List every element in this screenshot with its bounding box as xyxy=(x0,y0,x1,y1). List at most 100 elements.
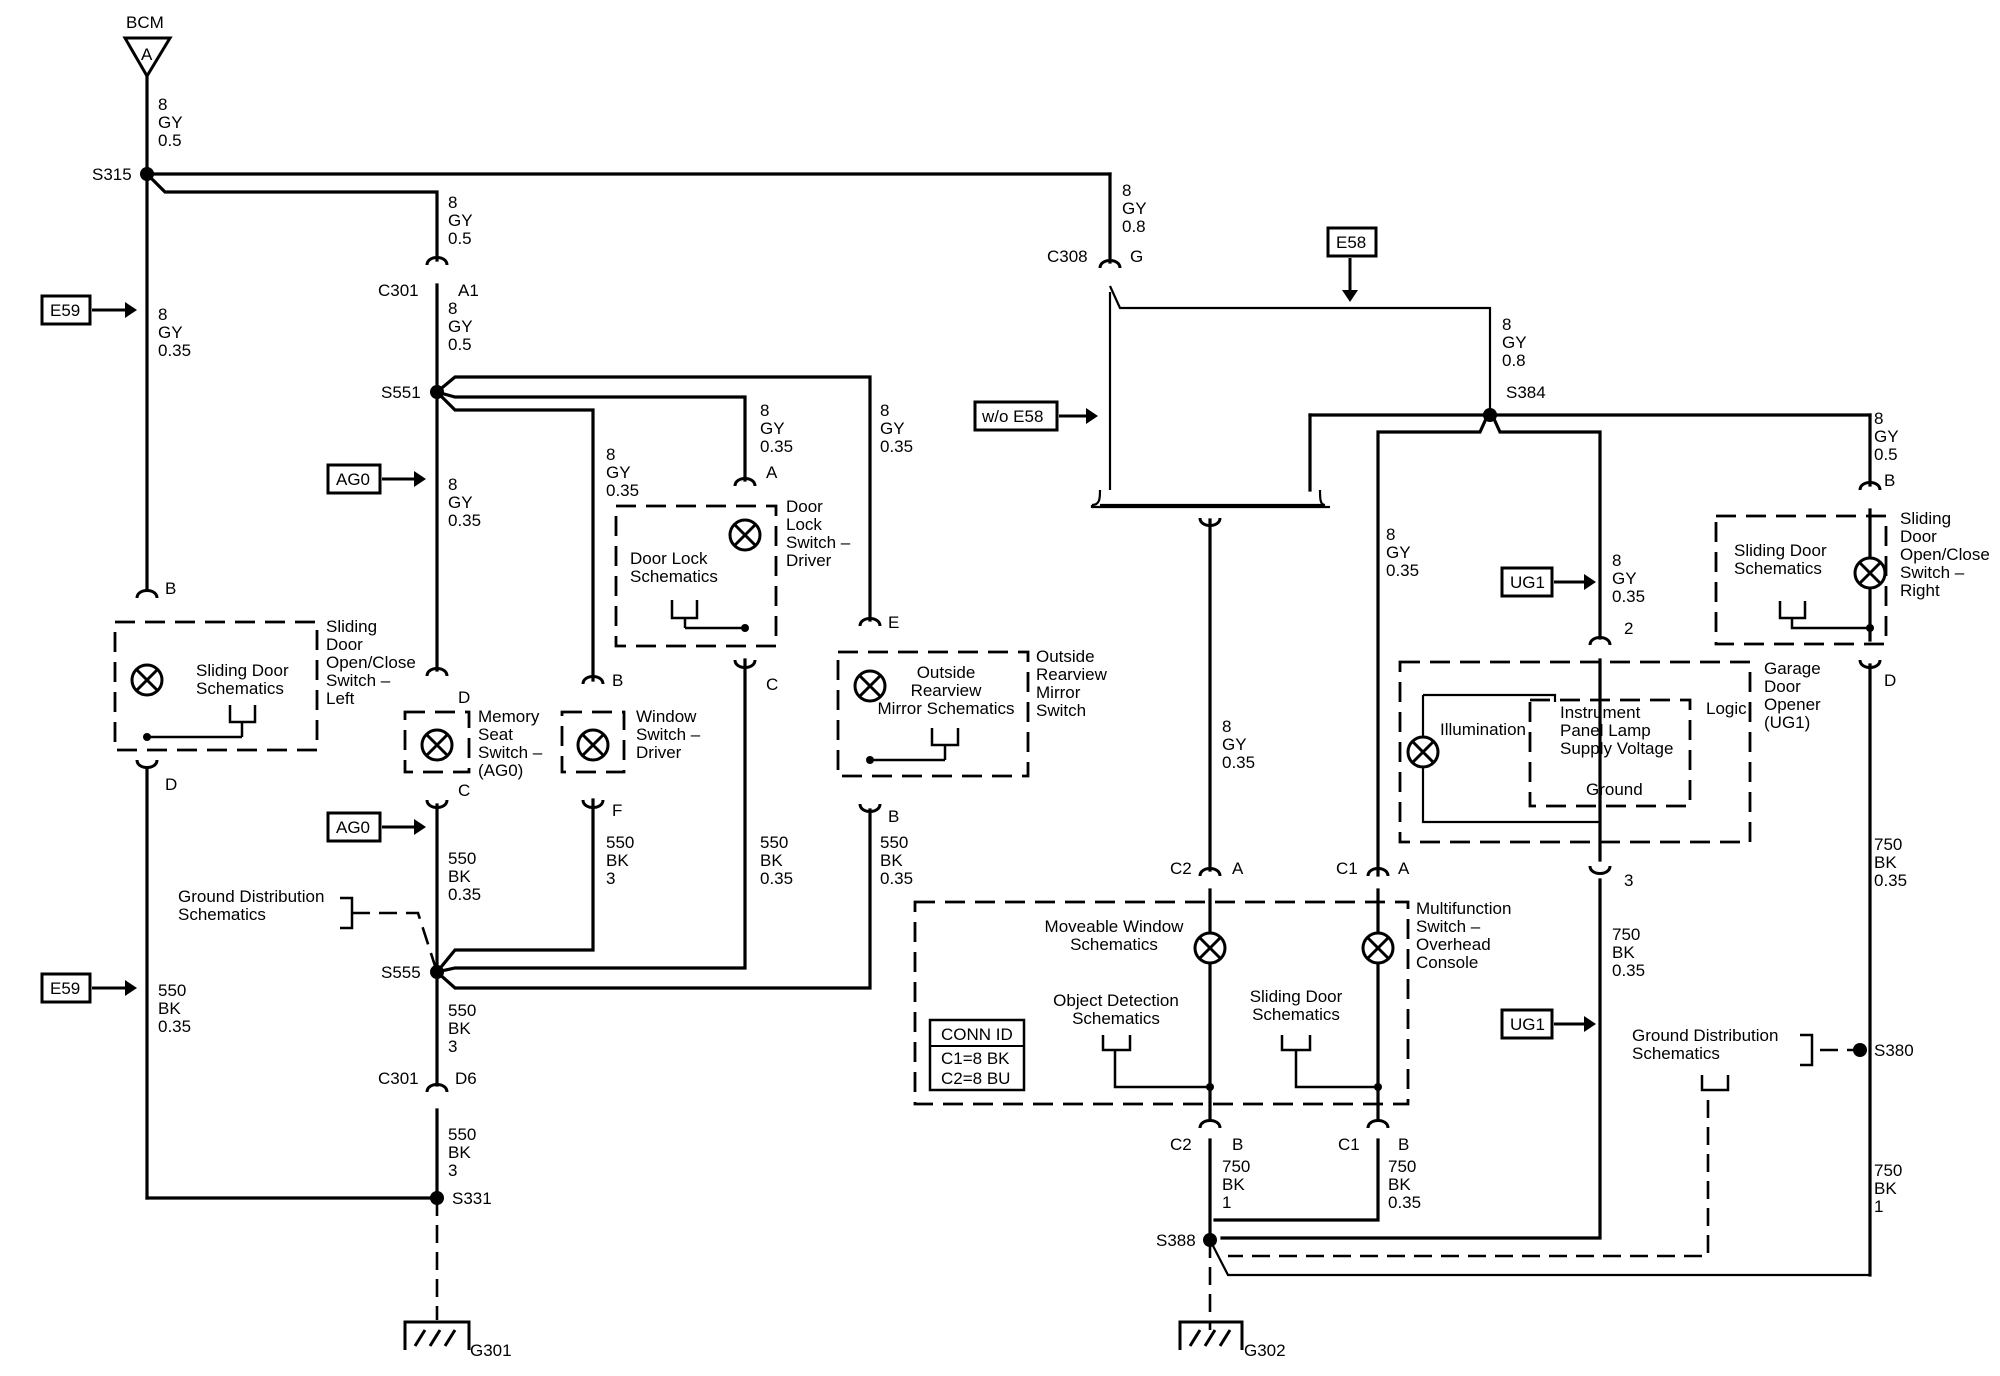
sliding-right-pin-top: B xyxy=(1884,471,1895,490)
sliding-right-lamp-icon xyxy=(1853,556,1887,590)
window-pin-bot: F xyxy=(612,801,622,820)
ground-labels: G301 G302 xyxy=(470,1341,1286,1360)
c308-label: C308 xyxy=(1047,247,1088,266)
c1-top-pin: A xyxy=(1398,859,1410,878)
component-boxes xyxy=(113,504,1888,1106)
c1-top-label: C1 xyxy=(1336,859,1358,878)
moveable-lamp-icon xyxy=(1193,931,1227,965)
mirror-lamp-icon xyxy=(853,669,887,703)
doorlock-pin-top: A xyxy=(766,463,778,482)
mirror-pin-bot: B xyxy=(888,807,899,826)
c2-bot-label: C2 xyxy=(1170,1135,1192,1154)
svg-text:UG1: UG1 xyxy=(1510,1015,1545,1034)
pin-labels: B D D C B F A C E B 2 3 B D xyxy=(165,463,1896,890)
splice-labels: S315 S551 S555 S331 S384 S388 S380 xyxy=(92,165,1914,1250)
tag-ag0-lower: AG0 xyxy=(326,811,426,843)
svg-text:UG1: UG1 xyxy=(1510,573,1545,592)
conn-id-c2: C2=8 BU xyxy=(941,1069,1010,1088)
tag-e59-upper: E59 xyxy=(40,294,137,326)
svg-text:E58: E58 xyxy=(1336,233,1366,252)
schematic-brackets xyxy=(147,600,1870,1092)
ground-g302: G302 xyxy=(1244,1341,1286,1360)
c308-pin: G xyxy=(1130,247,1143,266)
splice-s315: S315 xyxy=(92,165,132,184)
tags: E59 E59 AG0 AG0 E58 w/o E58 UG1 UG1 xyxy=(40,226,1596,1040)
window-pin-top: B xyxy=(612,671,623,690)
right-wires xyxy=(1090,172,1872,1330)
window-lamp-icon xyxy=(576,728,610,762)
c301-top-label: C301 xyxy=(378,281,419,300)
c301-bot-label: C301 xyxy=(378,1069,419,1088)
c2-bot-pin: B xyxy=(1232,1135,1243,1154)
svg-text:E59: E59 xyxy=(50,301,80,320)
c1-bot-pin: B xyxy=(1398,1135,1409,1154)
c301-bot-pin: D6 xyxy=(455,1069,477,1088)
svg-text:w/o E58: w/o E58 xyxy=(981,407,1043,426)
tag-ug1-lower: UG1 xyxy=(1500,1008,1596,1040)
memory-pin-bot: C xyxy=(458,781,470,800)
garage-pin-bot: 3 xyxy=(1624,871,1633,890)
sliding-left-pin-top: B xyxy=(165,579,176,598)
conn-id-title: CONN ID xyxy=(941,1025,1013,1044)
component-single-labels: Illumination Ground Logic CONN ID C1=8 B… xyxy=(941,699,1747,1088)
sliding-left-pin-bot: D xyxy=(165,775,177,794)
splice-s380: S380 xyxy=(1874,1041,1914,1060)
memory-lamp-icon xyxy=(420,728,454,762)
conn-id-c1: C1=8 BK xyxy=(941,1049,1010,1068)
tag-e58: E58 xyxy=(1326,226,1378,302)
splice-s388: S388 xyxy=(1156,1231,1196,1250)
garage-pin-top: 2 xyxy=(1624,619,1633,638)
splice-s331: S331 xyxy=(452,1189,492,1208)
mirror-pin-top: E xyxy=(888,613,899,632)
tag-ag0-upper: AG0 xyxy=(326,463,426,495)
connectors xyxy=(135,256,1882,1129)
tag-e59-lower: E59 xyxy=(40,972,137,1004)
bcm-pin: A xyxy=(141,45,153,64)
ground-g301: G301 xyxy=(470,1341,512,1360)
ground-symbols xyxy=(403,1320,1244,1350)
illumination-lamp-icon xyxy=(1406,735,1440,769)
bcm-connector: A BCM xyxy=(122,13,173,79)
multifunction-lamp-icon xyxy=(1361,931,1395,965)
tag-wo-e58: w/o E58 xyxy=(973,400,1098,432)
svg-text:E59: E59 xyxy=(50,979,80,998)
garage-ground: Ground xyxy=(1586,780,1643,799)
lamp-symbols xyxy=(130,518,1887,965)
garage-illumination: Illumination xyxy=(1440,720,1526,739)
connector-labels: C301 A1 C301 D6 C308 G C2 A C1 A C2 B C1… xyxy=(378,247,1410,1154)
svg-text:AG0: AG0 xyxy=(336,470,370,489)
